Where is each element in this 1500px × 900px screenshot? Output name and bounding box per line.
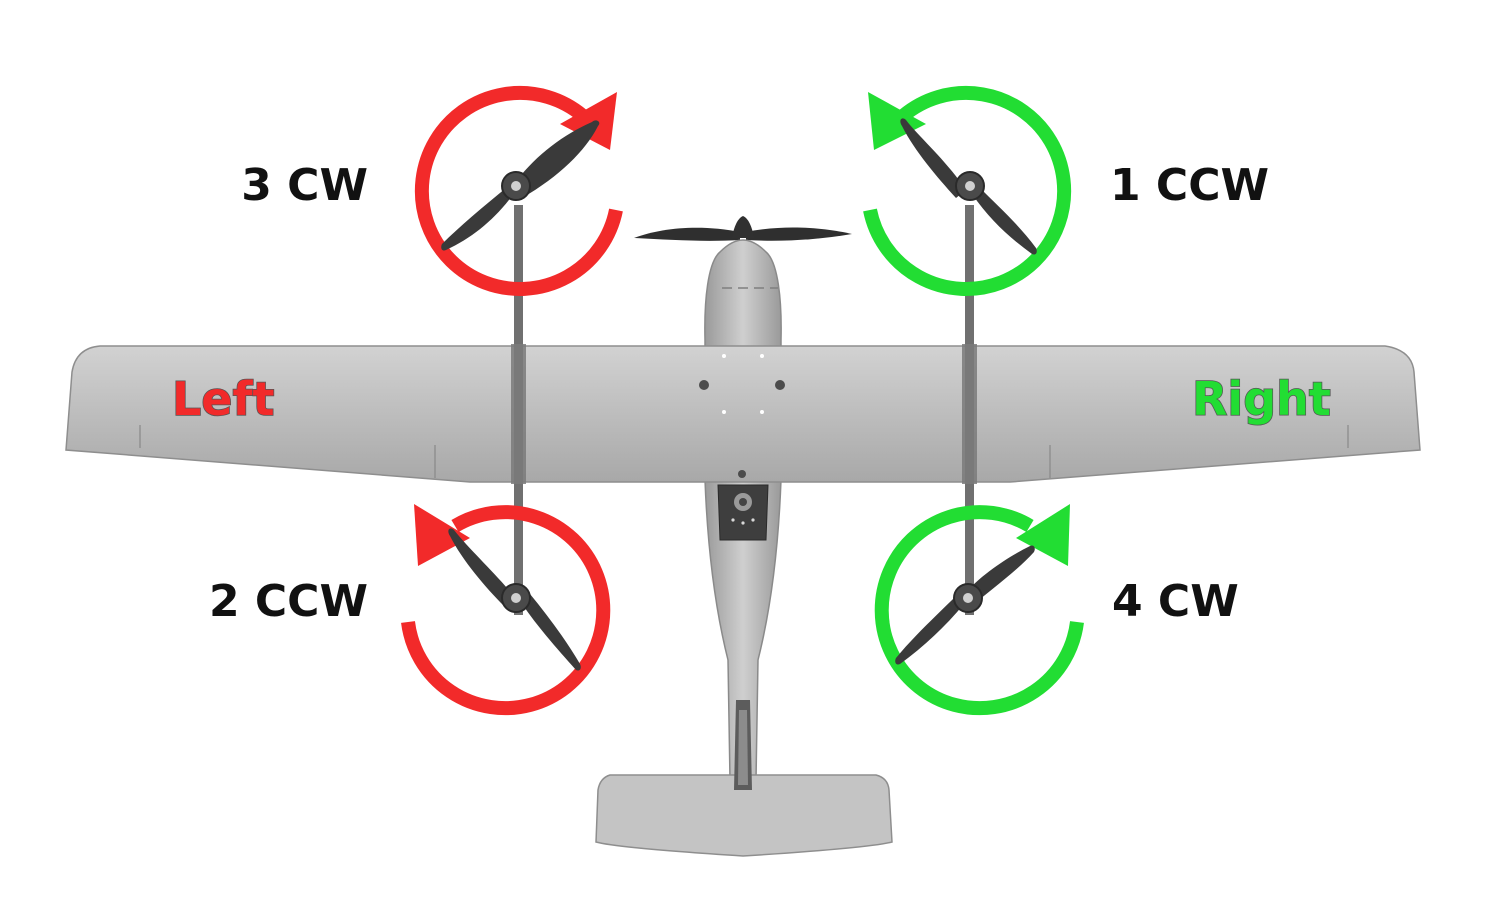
motor-1 — [863, 85, 1072, 296]
wing-center-fittings — [699, 354, 785, 478]
motor-2-label: 2 CCW — [209, 576, 368, 627]
motor-4 — [874, 504, 1084, 716]
cw-rotation-arrow-icon — [874, 505, 1084, 716]
ccw-rotation-arrow-icon — [401, 505, 611, 716]
camera-hatch — [717, 484, 769, 541]
motor-4-label: 4 CW — [1112, 576, 1239, 627]
motor-3 — [414, 85, 623, 296]
motor-1-label: 1 CCW — [1110, 160, 1269, 211]
cw-rotation-arrow-icon — [414, 85, 623, 296]
motor-2 — [401, 504, 611, 716]
motor-3-label: 3 CW — [241, 160, 368, 211]
right-wing-label: Right — [1192, 372, 1331, 426]
airframe — [65, 205, 1421, 857]
ccw-rotation-arrow-icon — [863, 85, 1072, 296]
left-wing-label: Left — [172, 372, 275, 426]
nose-propeller — [634, 216, 852, 241]
propeller-icon — [441, 120, 600, 251]
propeller-icon — [895, 545, 1035, 665]
propeller-icon — [448, 528, 581, 671]
main-wing — [65, 345, 1421, 483]
horizontal-stabilizer — [595, 774, 893, 857]
propeller-icon — [900, 118, 1037, 255]
